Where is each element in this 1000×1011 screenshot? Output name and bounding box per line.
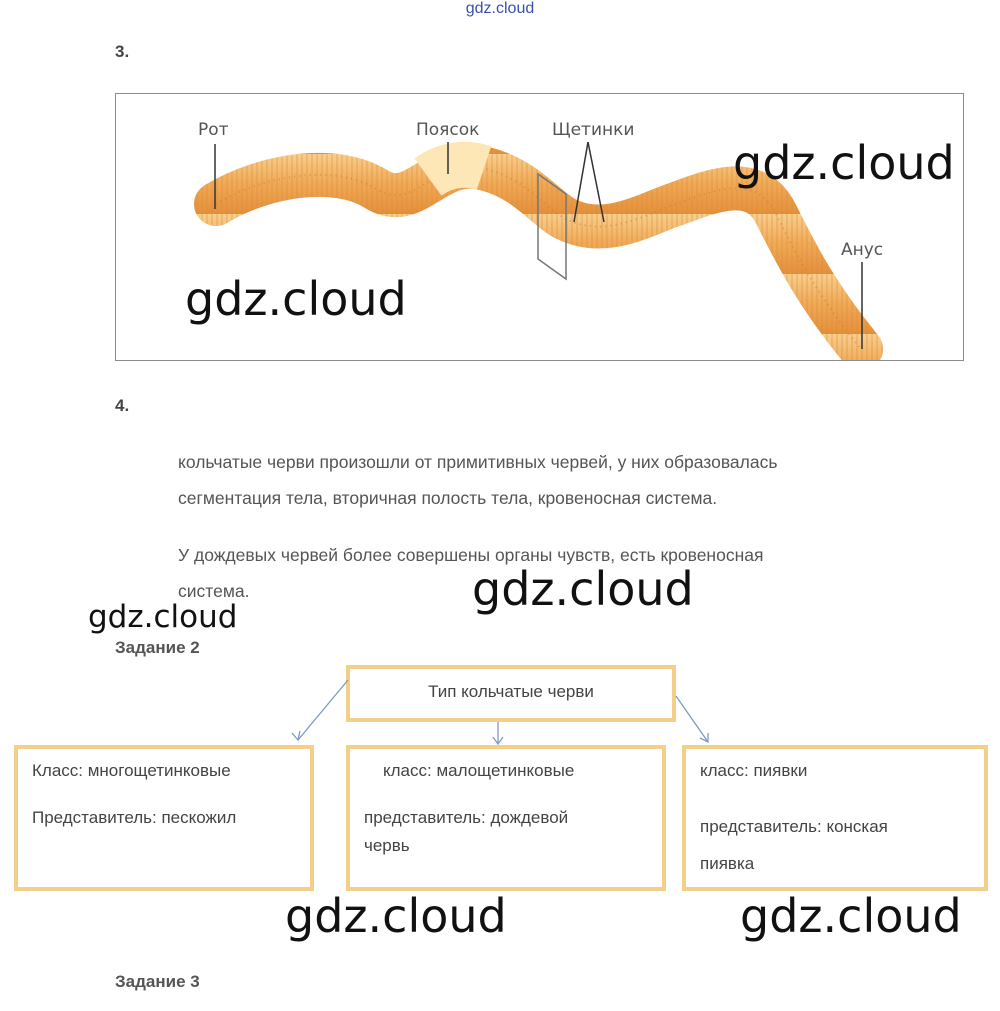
task-3-title: Задание 3 [115, 972, 200, 992]
representative-label: представитель: дождевой [364, 808, 568, 828]
watermark: gdz.cloud [285, 893, 507, 939]
representative-label: Представитель: пескожил [32, 808, 236, 828]
hierarchy-arrows [0, 0, 1000, 760]
representative-label-cont: червь [364, 836, 410, 856]
class-label: Класс: многощетинковые [32, 761, 231, 781]
representative-label-cont: пиявка [700, 854, 754, 874]
class-label: класс: пиявки [700, 761, 807, 781]
class-box-oligochaeta: класс: малощетинковые представитель: дож… [346, 745, 666, 891]
arrow-right [676, 696, 708, 742]
representative-label: представитель: конская [700, 817, 888, 837]
class-box-polychaeta: Класс: многощетинковые Представитель: пе… [14, 745, 314, 891]
class-label: класс: малощетинковые [383, 761, 574, 781]
arrow-left [298, 680, 348, 740]
watermark: gdz.cloud [740, 893, 962, 939]
class-box-hirudinea: класс: пиявки представитель: конская пия… [682, 745, 988, 891]
